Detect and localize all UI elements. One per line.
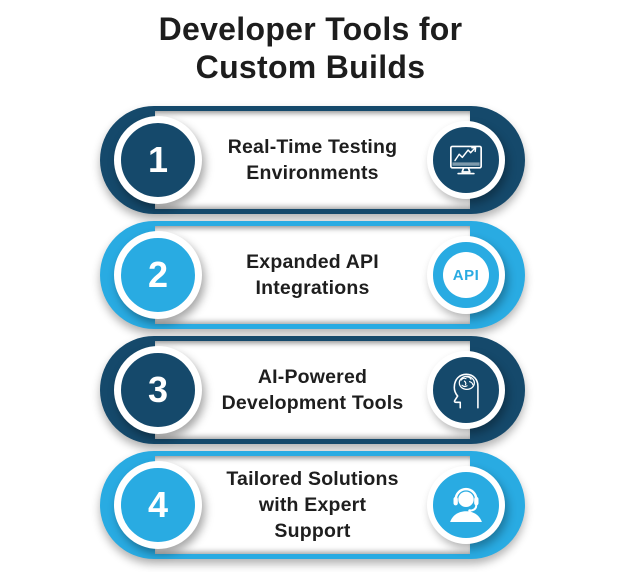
- step-label-line: Development Tools: [221, 392, 404, 414]
- step-label-line: with Expert: [258, 494, 367, 516]
- step-label: AI-Powered Development Tools: [195, 364, 430, 416]
- step-icon-circle: [427, 466, 505, 544]
- step-label: Real-Time Testing Environments: [195, 134, 430, 186]
- title-line: Custom Builds: [195, 49, 426, 85]
- step-icon-circle: [427, 351, 505, 429]
- steps-list: 1 Real-Time Testing Environments: [100, 106, 525, 559]
- step-icon-circle: [427, 121, 505, 199]
- step-row-1: 1 Real-Time Testing Environments: [100, 106, 525, 214]
- headset-support-icon: [450, 487, 482, 523]
- step-number: 4: [147, 484, 169, 525]
- step-panel: [155, 456, 470, 554]
- step-number-badge: 4: [114, 461, 202, 549]
- step-label-line: Integrations: [255, 277, 370, 299]
- api-label: API: [452, 266, 480, 284]
- step-label-line: Real-Time Testing: [227, 136, 398, 158]
- step-number-badge: 2: [114, 231, 202, 319]
- step-panel: [155, 341, 470, 439]
- step-label-line: AI-Powered: [257, 366, 368, 388]
- step-number-badge: 3: [114, 346, 202, 434]
- step-label: Expanded API Integrations: [195, 249, 430, 301]
- step-label-line: Support: [274, 520, 351, 542]
- step-panel: [155, 226, 470, 324]
- step-number: 1: [147, 139, 169, 180]
- step-row-4: 4 Tailored Solutions with Expert Support: [100, 451, 525, 559]
- api-icon: API: [443, 252, 489, 298]
- title-line: Developer Tools for: [158, 11, 463, 47]
- page-title: Developer Tools for Custom Builds: [0, 10, 621, 86]
- monitor-chart-icon: [450, 145, 482, 175]
- step-row-3: 3 AI-Powered Development Tools: [100, 336, 525, 444]
- step-label-line: Expanded API: [246, 251, 379, 273]
- step-label-line: Environments: [246, 162, 379, 184]
- step-number-badge: 1: [114, 116, 202, 204]
- step-label-line: Tailored Solutions: [226, 468, 399, 490]
- ai-brain-head-icon: [453, 373, 479, 409]
- step-number: 2: [147, 254, 169, 295]
- step-label: Tailored Solutions with Expert Support: [195, 466, 430, 544]
- step-number: 3: [147, 369, 169, 410]
- step-panel: [155, 111, 470, 209]
- step-row-2: 2 Expanded API Integrations API: [100, 221, 525, 329]
- step-icon-circle: API: [427, 236, 505, 314]
